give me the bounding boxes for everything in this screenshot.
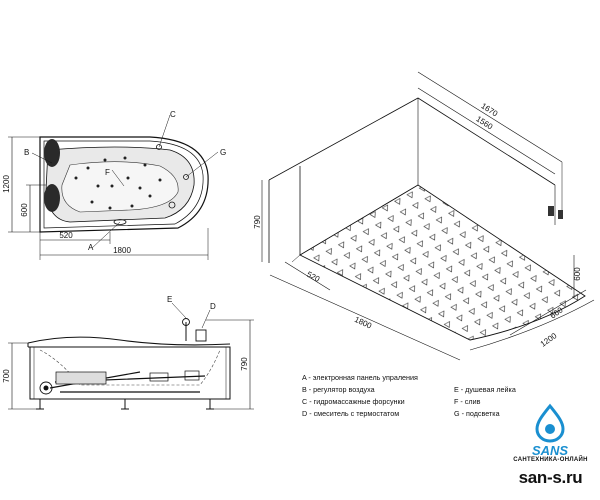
iso-floor — [299, 184, 586, 341]
side-view-apron — [29, 346, 231, 400]
dim-top-1800: 1800 — [113, 246, 131, 255]
legend-item-b: B - регулятор воздуха — [302, 385, 375, 394]
legend-item-a: A - электронная панель упраления — [302, 373, 418, 382]
side-view: 700 790 E D — [2, 295, 254, 410]
top-view-outline — [39, 136, 209, 233]
dim-side-790: 790 — [240, 357, 249, 371]
brand-url: san-s.ru — [518, 468, 583, 487]
isometric-view: 1670 1560 790 520 1800 600 660 1200 — [253, 71, 595, 361]
legend-item-d: D - смеситель с термостатом — [302, 409, 400, 418]
dim-top-520: 520 — [59, 231, 73, 240]
dim-iso-600: 600 — [573, 267, 582, 281]
headrest-pad — [44, 139, 60, 167]
legend-item-e: E - душевая лейка — [454, 385, 516, 394]
callout-d: D — [210, 302, 216, 311]
dim-top-600: 600 — [20, 203, 29, 217]
legend-item-f: F - слив — [454, 397, 481, 406]
callout-e: E — [167, 295, 172, 304]
brand-logo: SANS САНТЕХНИКА-ОНЛАЙН san-s.ru — [503, 402, 598, 498]
headrest-pad — [44, 184, 60, 212]
callout-a: A — [88, 243, 94, 252]
dim-iso-1560: 1560 — [474, 114, 494, 131]
droplet-icon: SANS — [532, 403, 568, 458]
dim-iso-790: 790 — [253, 215, 262, 229]
legend: A - электронная панель упраления B - рег… — [302, 373, 552, 421]
dim-iso-1800: 1800 — [353, 315, 373, 331]
top-view: 1200 600 520 1800 A B C F G — [2, 110, 226, 260]
dim-iso-1200: 1200 — [539, 331, 559, 349]
callout-c: C — [170, 110, 176, 119]
legend-item-c: C - гидромассажные форсунки — [302, 397, 405, 406]
callout-g: G — [220, 148, 226, 157]
callout-b: B — [24, 148, 29, 157]
dim-iso-520: 520 — [305, 270, 321, 284]
callout-f: F — [105, 168, 110, 177]
side-view-rim — [27, 336, 231, 346]
dim-side-700: 700 — [2, 369, 11, 383]
brand-tagline: САНТЕХНИКА-ОНЛАЙН — [513, 457, 588, 463]
dim-top-1200: 1200 — [2, 175, 11, 193]
brand-name: SANS — [532, 443, 568, 458]
legend-item-g: G - подсветка — [454, 409, 500, 418]
